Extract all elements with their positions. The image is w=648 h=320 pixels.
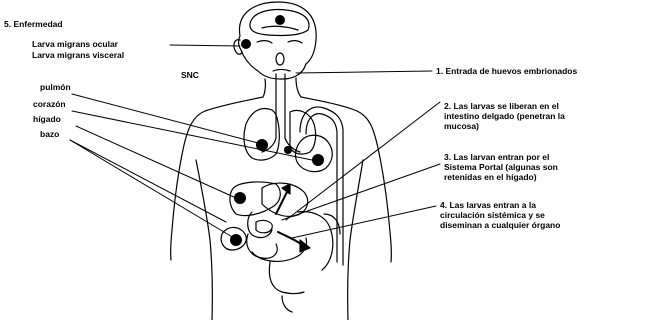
step-2-line-1: 2. Las larvas se liberan en el xyxy=(444,101,644,111)
label-ocular: Larva migrans ocular xyxy=(32,39,118,49)
label-heart: corazón xyxy=(33,99,66,109)
dot-lung-right xyxy=(284,146,292,154)
trachea xyxy=(276,74,285,138)
step-1-line-1: 1. Entrada de huevos embrionados xyxy=(436,66,646,76)
right-leader-lines xyxy=(282,71,440,238)
step-1: 1. Entrada de huevos embrionados xyxy=(436,66,646,76)
dot-eye xyxy=(241,39,251,49)
step-4-line-3: diseminan a cualquier órgano xyxy=(440,220,645,230)
label-cns: SNC xyxy=(181,70,199,80)
step-2-line-3: mucosa) xyxy=(444,121,644,131)
step-4: 4. Las larvas entran a la circulación si… xyxy=(440,200,645,230)
step-3: 3. Las larvan entran por el Sistema Port… xyxy=(444,152,644,182)
step-2-line-2: intestino delgado (penetran la xyxy=(444,111,644,121)
dot-brain xyxy=(275,15,285,25)
label-lung: pulmón xyxy=(40,82,71,92)
disease-title: 5. Enfermedad xyxy=(4,19,63,29)
step-4-line-1: 4. Las larvas entran a la xyxy=(440,200,645,210)
face-features xyxy=(257,41,302,71)
step-3-line-2: Sistema Portal (algunas son xyxy=(444,162,644,172)
step-4-line-2: circulación sistémica y se xyxy=(440,210,645,220)
brain-fold xyxy=(262,26,298,30)
dot-spleen xyxy=(230,234,242,246)
step-3-line-3: retenidas en el hígado) xyxy=(444,172,644,182)
dot-heart xyxy=(312,154,324,166)
heart-outline xyxy=(296,135,333,171)
label-liver: hígado xyxy=(33,114,61,124)
body-outline xyxy=(171,78,392,320)
step-3-line-1: 3. Las larvan entran por el xyxy=(444,152,644,162)
step-2: 2. Las larvas se liberan en el intestino… xyxy=(444,101,644,131)
label-spleen: bazo xyxy=(40,129,59,139)
label-visceral: Larva migrans visceral xyxy=(32,50,124,60)
intestine-outline xyxy=(247,212,340,312)
